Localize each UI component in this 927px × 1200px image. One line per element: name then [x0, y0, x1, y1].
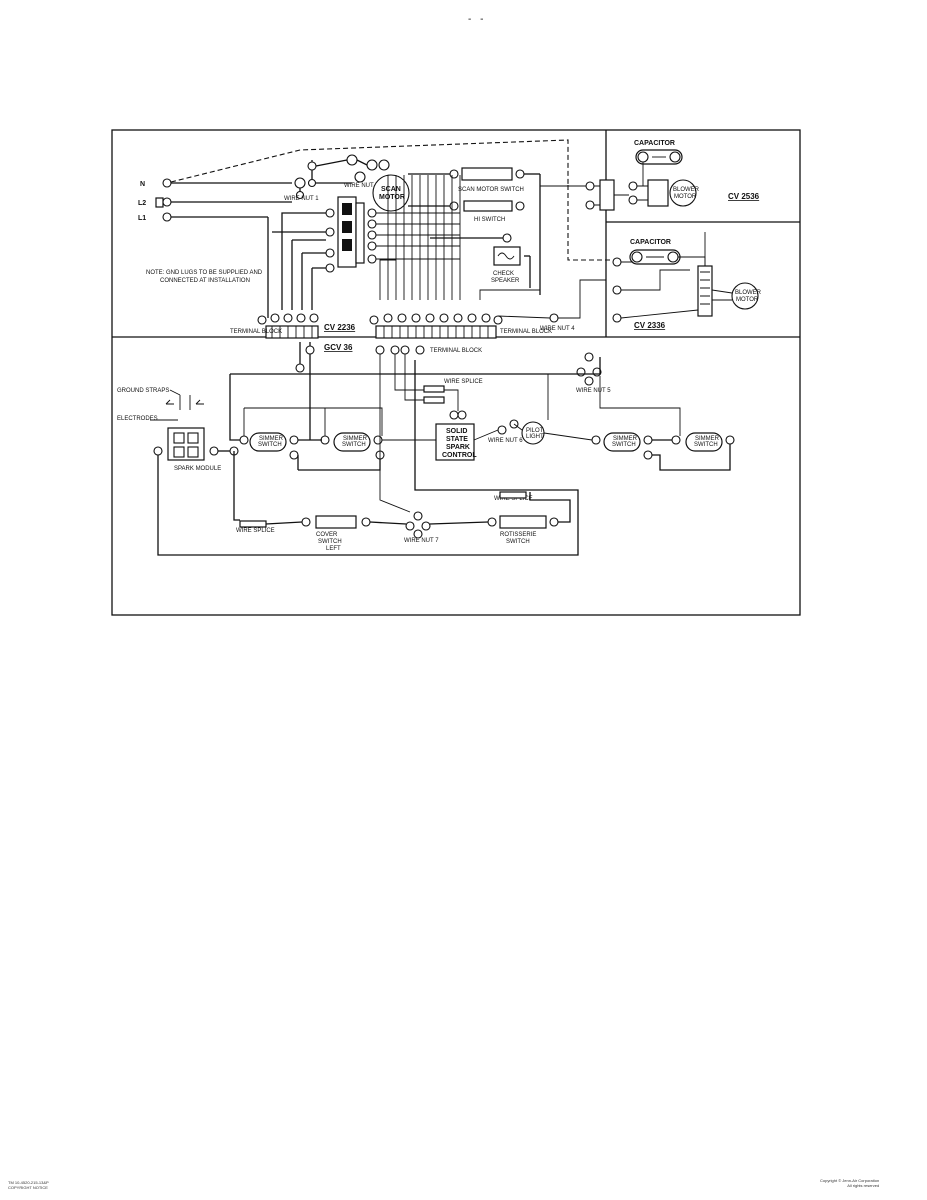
conductor-bus: [272, 175, 541, 310]
svg-text:TERMINAL BLOCK: TERMINAL BLOCK: [500, 329, 552, 335]
svg-text:WIRE SPLICE: WIRE SPLICE: [494, 496, 533, 502]
panel-label-cv2236: CV 2236: [324, 323, 356, 332]
svg-text:WIRE SPLICE: WIRE SPLICE: [444, 379, 483, 385]
mains-input: N L2 L1: [138, 139, 610, 318]
svg-text:PILOT: PILOT: [526, 428, 544, 434]
note-line-1: NOTE: GND LUGS TO BE SUPPLIED AND: [146, 270, 263, 276]
cover-switch-left: COVER SWITCH LEFT: [301, 515, 371, 552]
svg-text:ROTISSERIE: ROTISSERIE: [500, 532, 536, 538]
spark-module-group: GROUND STRAPS ELECTRODES SPARK MODULE: [117, 388, 239, 472]
pilot-light: PILOT LIGHT WIRE NUT 6: [488, 419, 545, 445]
simmer-switch-rf: SIMMER SWITCH: [591, 432, 653, 460]
svg-text:TERMINAL BLOCK: TERMINAL BLOCK: [430, 348, 482, 354]
wire-nut-2-label: WIRE NUT 2: [344, 183, 379, 189]
panel-label-cv2536: CV 2536: [728, 192, 760, 201]
svg-text:SPARK: SPARK: [446, 444, 470, 451]
svg-text:SPARK MODULE: SPARK MODULE: [174, 466, 221, 472]
wire-nut-1-label: WIRE NUT 1: [284, 196, 319, 202]
svg-text:SWITCH: SWITCH: [258, 442, 282, 448]
svg-text:SIMMER: SIMMER: [259, 436, 284, 442]
panel-cv2336: CAPACITOR BLOWER MOTOR CV 2336: [612, 232, 762, 330]
hi-switch: HI SWITCH: [408, 200, 525, 223]
wire-nut-7: WIRE NUT 7: [404, 511, 439, 544]
svg-text:WIRE NUT 7: WIRE NUT 7: [404, 538, 439, 544]
svg-text:WIRE NUT 5: WIRE NUT 5: [576, 388, 611, 394]
svg-text:HI SWITCH: HI SWITCH: [474, 217, 505, 223]
svg-text:CAPACITOR: CAPACITOR: [634, 140, 675, 147]
svg-text:MOTOR: MOTOR: [379, 194, 405, 201]
check-speaker: CHECK SPEAKER: [430, 233, 531, 288]
svg-text:WIRE SPLICE: WIRE SPLICE: [236, 528, 275, 534]
svg-text:MOTOR: MOTOR: [674, 194, 697, 200]
svg-text:CAPACITOR: CAPACITOR: [630, 239, 671, 246]
wire-nut-1-group: WIRE NUT 1 WIRE NUT 2: [284, 154, 379, 202]
svg-text:TERMINAL BLOCK: TERMINAL BLOCK: [230, 329, 282, 335]
svg-text:COVER: COVER: [316, 532, 338, 538]
svg-text:BLOWER: BLOWER: [673, 187, 700, 193]
svg-text:SWITCH: SWITCH: [694, 442, 718, 448]
scan-motor-switch: SCAN MOTOR SWITCH: [408, 167, 541, 295]
svg-text:WIRE NUT 4: WIRE NUT 4: [540, 326, 575, 332]
svg-text:LEFT: LEFT: [326, 546, 341, 552]
svg-text:ELECTRODES: ELECTRODES: [117, 416, 158, 422]
simmer-switch-lf: SIMMER SWITCH: [239, 432, 299, 460]
svg-text:SIMMER: SIMMER: [695, 436, 720, 442]
svg-text:MOTOR: MOTOR: [736, 297, 759, 303]
svg-text:SOLID: SOLID: [446, 428, 467, 435]
svg-text:STATE: STATE: [446, 436, 468, 443]
line-label-n: N: [140, 181, 145, 188]
simmer-switch-lr: SIMMER SWITCH: [320, 432, 385, 460]
panel-cv2536: CAPACITOR BLOWER MOTOR CV 2536: [540, 140, 760, 211]
svg-text:SWITCH: SWITCH: [342, 442, 366, 448]
svg-text:GROUND STRAPS: GROUND STRAPS: [117, 388, 169, 394]
svg-text:SWITCH: SWITCH: [506, 539, 530, 545]
panel-label-cv2336: CV 2336: [634, 321, 666, 330]
svg-text:WIRE NUT 6: WIRE NUT 6: [488, 438, 523, 444]
panel-label-gcv36: GCV 36: [324, 343, 353, 352]
line-label-l1: L1: [138, 215, 146, 222]
svg-text:SIMMER: SIMMER: [343, 436, 368, 442]
svg-text:CHECK: CHECK: [493, 271, 514, 277]
page-marker: - -: [468, 14, 487, 25]
svg-text:SPEAKER: SPEAKER: [491, 278, 520, 284]
footer-left: TM 10-4520-215-13&P COPYRIGHT NOTICE: [8, 1180, 49, 1190]
svg-text:SCAN MOTOR SWITCH: SCAN MOTOR SWITCH: [458, 187, 524, 193]
line-label-l2: L2: [138, 200, 146, 207]
svg-text:SWITCH: SWITCH: [318, 539, 342, 545]
simmer-switch-rr: SIMMER SWITCH: [671, 432, 735, 452]
svg-text:SIMMER: SIMMER: [613, 436, 638, 442]
scan-motor: SCAN MOTOR: [356, 159, 410, 212]
svg-text:SCAN: SCAN: [381, 186, 401, 193]
terminal-block-cv2236: TERMINAL BLOCK TERMINAL BLOCK CV 2236 GC…: [230, 279, 606, 352]
svg-text:LIGHT: LIGHT: [526, 434, 544, 440]
note-line-2: CONNECTED AT INSTALLATION: [160, 278, 250, 284]
svg-text:BLOWER: BLOWER: [735, 290, 762, 296]
switch-cluster: [325, 196, 377, 273]
rotisserie-switch: ROTISSERIE SWITCH: [487, 515, 559, 545]
solid-state-spark-control: SOLID STATE SPARK CONTROL: [435, 410, 477, 461]
svg-text:CONTROL: CONTROL: [442, 452, 477, 459]
lower-wiring: TERMINAL BLOCK: [157, 342, 731, 556]
footer-right: Copyright © Jenn-Air Corporation All rig…: [820, 1178, 880, 1188]
svg-text:SWITCH: SWITCH: [612, 442, 636, 448]
